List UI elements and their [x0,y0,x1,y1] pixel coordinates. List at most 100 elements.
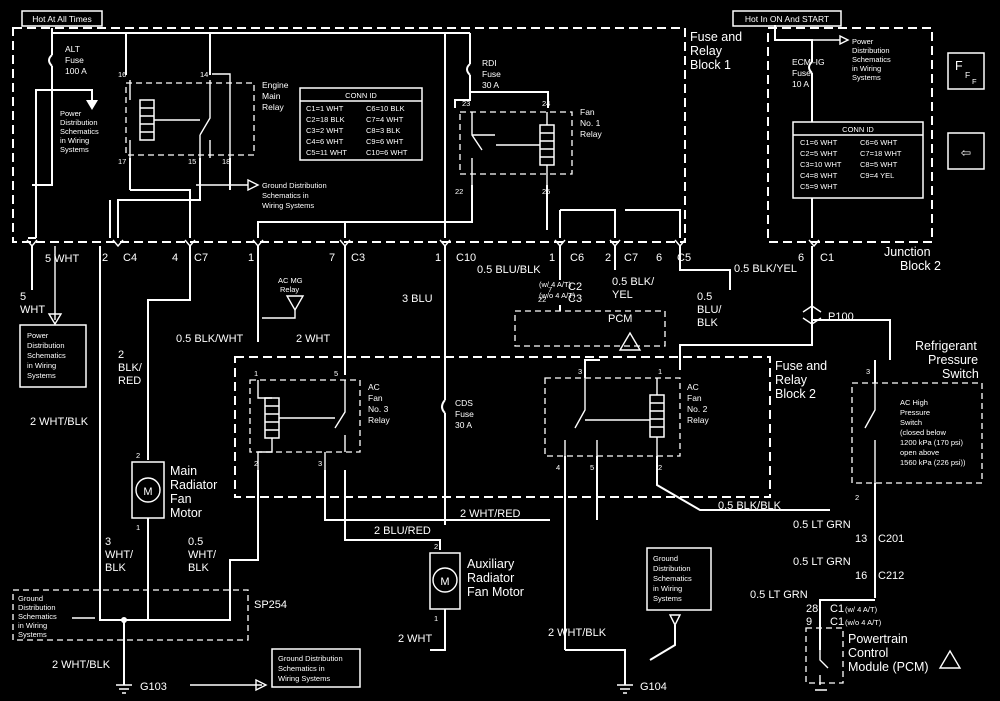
svg-text:3: 3 [866,367,870,376]
svg-text:C6=6 WHT: C6=6 WHT [860,138,898,147]
wire-2-wht-aux: 2 WHT [398,633,433,645]
wire-2-blu-red: 2 BLU/RED [374,525,431,537]
back-arrow-icon[interactable]: ⇦ [947,132,985,170]
svg-text:100 A: 100 A [65,66,87,76]
wire-5-wht-down: 5 WHT [20,291,45,316]
svg-text:⇦: ⇦ [961,146,971,160]
svg-text:Radiator: Radiator [467,571,514,585]
svg-text:Power: Power [852,37,874,46]
svg-text:Distribution: Distribution [60,118,98,127]
svg-text:Hot At All Times: Hot At All Times [32,14,92,24]
svg-text:Junction: Junction [884,245,931,259]
svg-text:in Wiring: in Wiring [852,64,881,73]
svg-text:Distribution: Distribution [852,46,890,55]
fuse-relay-block-2-label: Fuse and Relay Block 2 [775,359,827,401]
p100-connector: P100 [802,305,854,325]
svg-text:Relay: Relay [580,129,602,139]
svg-text:C1: C1 [830,616,844,628]
wire-05-blk-wht: 0.5 BLK/WHT [176,333,244,345]
wire-3-blu: 3 BLU [402,293,433,305]
svg-text:16: 16 [118,70,126,79]
svg-text:BLU/: BLU/ [697,304,722,316]
svg-text:Fuse and: Fuse and [690,30,742,44]
svg-text:2: 2 [118,349,124,361]
fan-no1-relay: 23 24 22 25 Fan No. 1 Relay [455,99,602,196]
svg-text:Fan Motor: Fan Motor [467,585,524,599]
wire-3-wht-blk: 3 WHT/ BLK [105,536,134,574]
svg-text:5: 5 [590,463,594,472]
svg-text:3: 3 [578,367,582,376]
svg-text:Schematics: Schematics [18,612,57,621]
svg-text:Engine: Engine [262,80,289,90]
page-nav-icon[interactable]: F F F [947,52,985,90]
svg-text:1: 1 [136,523,140,532]
svg-text:in Wiring: in Wiring [27,361,56,370]
svg-text:1: 1 [254,369,258,378]
wire-2-wht-blk-bottom: 2 WHT/BLK [52,659,111,671]
svg-text:C3=2 WHT: C3=2 WHT [306,126,344,135]
power-distribution-box-left: Power Distribution Schematics in Wiring … [19,324,87,388]
svg-text:C1=1 WHT: C1=1 WHT [306,104,344,113]
auxiliary-radiator-fan-motor: M Auxiliary Radiator Fan Motor 2 1 [429,542,524,623]
ground-distribution-box-left: Ground Distribution Schematics in Wiring… [18,594,95,639]
svg-text:6: 6 [656,252,662,264]
svg-text:0.5 LT GRN: 0.5 LT GRN [793,556,851,568]
svg-text:C3=10 WHT: C3=10 WHT [800,160,842,169]
svg-text:Fan: Fan [368,393,383,403]
svg-text:C2=18 BLK: C2=18 BLK [306,115,345,124]
svg-text:3: 3 [318,459,322,468]
svg-text:Systems: Systems [60,145,89,154]
svg-text:30 A: 30 A [455,420,472,430]
svg-text:30 A: 30 A [482,80,499,90]
svg-text:2: 2 [658,463,662,472]
svg-text:2: 2 [102,252,108,264]
svg-text:P100: P100 [828,311,854,323]
wire-05-wht-blk: 0.5 WHT/ BLK [188,536,217,574]
svg-text:Systems: Systems [653,594,682,603]
svg-text:CONN ID: CONN ID [345,91,377,100]
power-distribution-note-right: Power Distribution Schematics in Wiring … [812,34,891,82]
svg-text:C6=10 BLK: C6=10 BLK [366,104,405,113]
svg-text:Pressure: Pressure [900,408,930,417]
wire-2-wht-red: 2 WHT/RED [460,508,521,520]
svg-text:Relay: Relay [368,415,390,425]
svg-text:Ground Distribution: Ground Distribution [278,654,343,663]
svg-text:C1: C1 [830,603,844,615]
ac-fan-no3-relay: 1 5 2 3 AC Fan No. 3 Relay [249,369,390,470]
svg-text:ECM–IG: ECM–IG [792,57,825,67]
svg-text:3: 3 [105,536,111,548]
svg-text:WHT/: WHT/ [105,549,134,561]
svg-text:6: 6 [798,252,804,264]
ground-distribution-box-right: Ground Distribution Schematics in Wiring… [646,547,712,627]
svg-text:22: 22 [455,187,463,196]
svg-text:C1: C1 [820,252,834,264]
fuse-relay-block-1-label: Fuse and Relay Block 1 [690,30,742,72]
svg-text:2: 2 [855,493,859,502]
powertrain-control-module: Powertrain Control Module (PCM) [805,627,962,691]
svg-text:10 A: 10 A [792,79,809,89]
svg-text:Systems: Systems [18,630,47,639]
svg-text:(w/ 4 A/T): (w/ 4 A/T) [845,605,878,614]
svg-text:0.5 LT GRN: 0.5 LT GRN [750,589,808,601]
svg-text:1560 kPa (226 psi)): 1560 kPa (226 psi)) [900,458,966,467]
svg-text:5: 5 [20,291,26,303]
svg-text:Schematics: Schematics [653,574,692,583]
svg-text:C5=11 WHT: C5=11 WHT [306,148,347,157]
svg-text:14: 14 [200,70,208,79]
ac-fan-no2-relay: 3 1 4 5 2 AC Fan No. 2 Relay [544,367,709,472]
hot-at-all-times-banner: Hot At All Times [21,10,103,27]
svg-text:Wiring Systems: Wiring Systems [278,674,330,683]
svg-text:C3: C3 [568,293,582,305]
svg-text:G104: G104 [640,681,667,693]
svg-text:Control: Control [848,646,888,660]
svg-text:28: 28 [806,603,818,615]
wire-2-wht-blk-mid: 2 WHT/BLK [548,627,607,639]
g104-ground: G104 [617,681,667,694]
svg-text:BLK: BLK [697,317,718,329]
svg-text:C4=6 WHT: C4=6 WHT [306,137,344,146]
svg-text:13: 13 [855,533,867,545]
rdi-fuse: RDI Fuse 30 A [466,58,501,92]
svg-text:C9=6 WHT: C9=6 WHT [366,137,404,146]
svg-text:Fuse: Fuse [455,409,474,419]
